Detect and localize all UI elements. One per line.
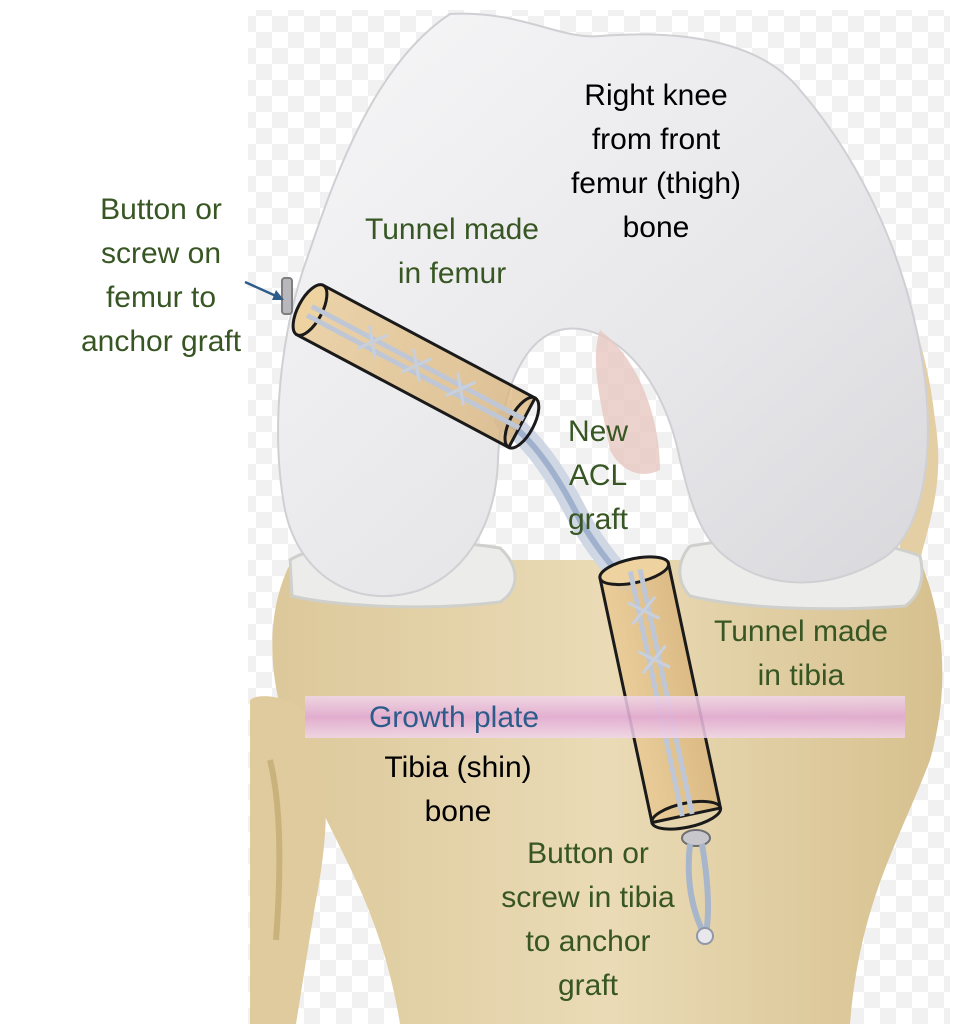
femur-tunnel — [291, 283, 541, 450]
femur-bone-shape — [277, 12, 929, 598]
femur-button-arrow — [244, 280, 284, 300]
label-tibia-bone: Tibia (shin) bone — [384, 751, 532, 828]
tibia-tunnel — [598, 555, 723, 831]
tibia-bone-shape — [272, 560, 943, 1024]
label-tibia-button: Button or screw in tibia to anchor graft — [501, 837, 675, 1002]
label-growth-plate: Growth plate — [368, 701, 540, 734]
fibula-shape — [250, 696, 327, 1024]
label-tibia-tunnel: Tunnel made in tibia — [714, 615, 888, 692]
label-femur-tunnel: Tunnel made in femur — [365, 213, 539, 290]
fibula-shade — [267, 759, 283, 941]
acl-graft-core — [502, 417, 628, 583]
label-femur-button: Button or screw on femur to anchor graft — [80, 193, 242, 358]
femur-button-icon — [281, 277, 293, 315]
label-new-acl-graft: New ACL graft — [567, 415, 629, 536]
ligament-posterior — [595, 330, 660, 474]
tibia-button-icon — [681, 829, 714, 945]
growth-plate-band — [305, 696, 905, 738]
label-right-knee: Right knee from front femur (thigh) bone — [570, 79, 742, 244]
